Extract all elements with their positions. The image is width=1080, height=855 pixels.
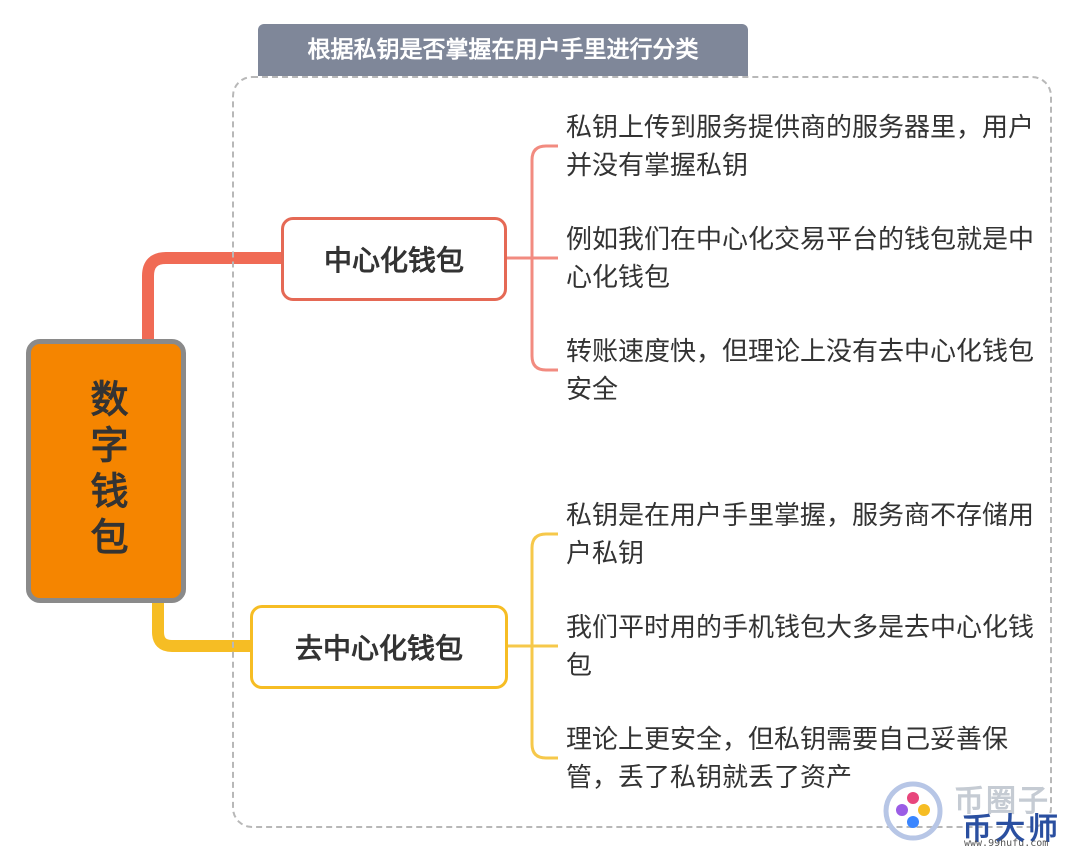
connector-root-central <box>142 252 287 345</box>
watermark-brand-top: 币圈子 <box>954 784 1050 819</box>
leaf-central-2: 例如我们在中心化交易平台的钱包就是中心化钱包 <box>566 225 1035 293</box>
root-node-label: 数字钱包 <box>84 379 128 563</box>
connector-central-leaves <box>507 144 558 372</box>
root-node-digital-wallet: 数字钱包 <box>26 339 186 603</box>
leaf-central-1: 私钥上传到服务提供商的服务器里，用户并没有掌握私钥 <box>566 113 1035 181</box>
leaf-decentral-3: 理论上更安全，但私钥需要自己妥善保管，丢了私钥就丢了资产 <box>566 725 1009 793</box>
branch-node-central-wallet: 中心化钱包 <box>281 217 507 301</box>
brand-logo-icon <box>883 781 943 841</box>
classification-frame <box>232 76 1052 828</box>
leaf-central-3: 转账速度快，但理论上没有去中心化钱包安全 <box>566 337 1035 405</box>
leaf-decentral-1: 私钥是在用户手里掌握，服务商不存储用户私钥 <box>566 501 1035 569</box>
connector-decentral-leaves <box>508 532 558 760</box>
branch-node-decentral-wallet: 去中心化钱包 <box>250 605 508 689</box>
watermark: 币圈子 币大师 www.99hufu.com <box>878 774 1078 854</box>
connector-root-decentral <box>152 597 256 652</box>
watermark-url: www.99hufu.com <box>964 838 1049 849</box>
classification-title: 根据私钥是否掌握在用户手里进行分类 <box>258 24 748 76</box>
watermark-brand-main: 币大师 <box>962 812 1061 847</box>
leaf-decentral-2: 我们平时用的手机钱包大多是去中心化钱包 <box>566 613 1035 681</box>
